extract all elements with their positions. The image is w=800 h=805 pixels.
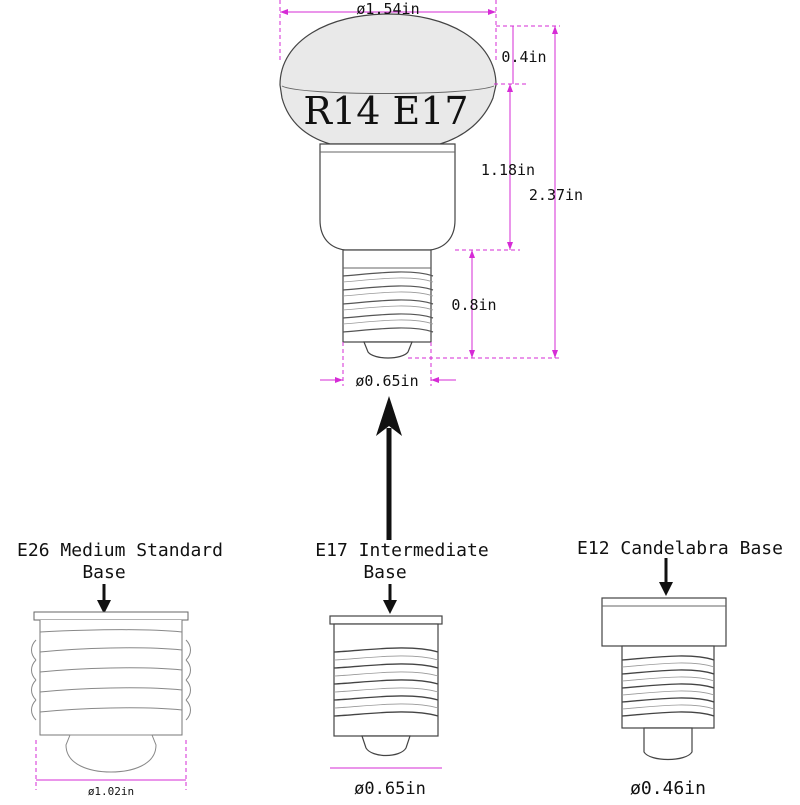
e26-diameter-label: ø1.02in: [88, 785, 134, 798]
total-height-label: 2.37in: [529, 186, 583, 204]
e12-base-drawing: [601, 597, 727, 761]
r14-bulb-drawing: R14 E17: [279, 13, 497, 359]
bulb-body: [319, 143, 456, 251]
dimension-lines: [279, 0, 560, 386]
e26-title-line1: E26 Medium Standard: [17, 540, 223, 561]
e17-title-line1: E17 Intermediate: [315, 540, 488, 561]
e17-base-drawing: [329, 615, 443, 769]
e26-title-line2: Base: [82, 562, 125, 583]
up-arrow-icon: [376, 396, 402, 540]
bulb-head: [279, 13, 497, 145]
body-height-label: 1.18in: [481, 161, 535, 179]
e12-diameter-label: ø0.46in: [630, 778, 706, 799]
dome-height-label: 0.4in: [501, 48, 546, 66]
e26-base-drawing: [31, 611, 191, 790]
down-arrow-icon: [97, 584, 111, 614]
base-diameter-label: ø0.65in: [355, 372, 418, 390]
base-height-label: 0.8in: [451, 296, 496, 314]
down-arrow-icon: [659, 558, 673, 596]
bulb-model-label: R14 E17: [303, 89, 468, 133]
e17-title-line2: Base: [363, 562, 406, 583]
down-arrow-icon: [383, 584, 397, 614]
head-diameter-label: ø1.54in: [356, 0, 419, 18]
e12-title-line1: E12 Candelabra Base: [577, 538, 783, 559]
bulb-contact-tip: [363, 341, 413, 359]
e17-diameter-label: ø0.65in: [354, 779, 426, 799]
